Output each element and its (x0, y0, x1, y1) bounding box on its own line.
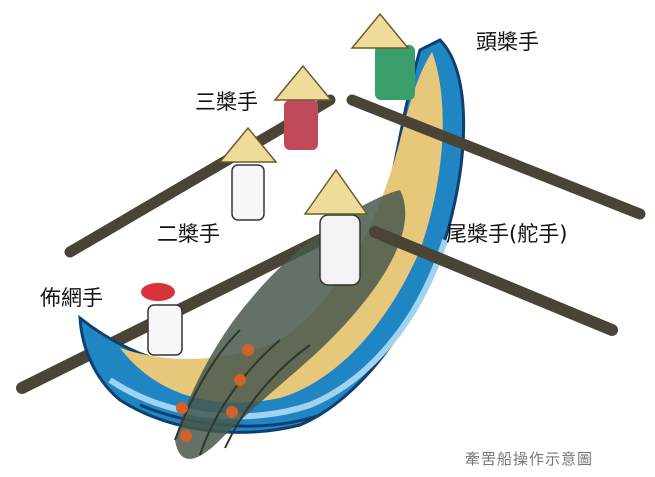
label-stern-rower: 尾槳手(舵手) (446, 222, 568, 246)
label-net-caster: 佈網手 (40, 286, 103, 310)
oars-front (346, 94, 646, 336)
diagram-caption: 牽罟船操作示意圖 (465, 450, 594, 468)
rower-figures (141, 12, 415, 356)
label-third-rower: 三槳手 (195, 90, 258, 114)
label-second-rower: 二槳手 (157, 222, 220, 246)
label-bow-rower: 頭槳手 (476, 30, 539, 54)
